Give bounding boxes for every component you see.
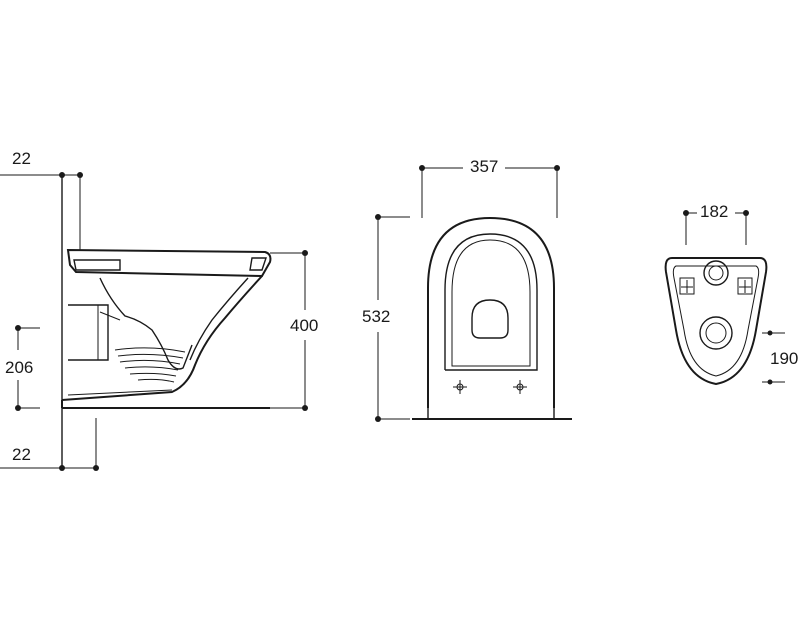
inner-bowl: [99, 277, 193, 370]
dim-label-182: 182: [700, 202, 728, 221]
bowl-inner: [451, 239, 531, 367]
hatch: [124, 366, 179, 371]
fixing-plate: [737, 277, 753, 295]
dim-dot: [375, 214, 381, 220]
outlet-inner: [705, 322, 727, 344]
dim-label-top-22: 22: [12, 149, 31, 168]
dim-dot: [302, 250, 308, 256]
fixing-mark-left: [453, 380, 467, 394]
bowl-outline: [427, 216, 555, 408]
rim-front: [249, 257, 267, 271]
side-view: 22 22 206 400: [0, 149, 318, 471]
hatch: [117, 353, 184, 359]
trap-line: [99, 311, 121, 321]
outer-shell: [61, 275, 263, 401]
hatch: [137, 378, 175, 383]
rear-fixing-left: [679, 277, 695, 295]
base-inner: [67, 389, 173, 396]
dim-dot: [375, 416, 381, 422]
dim-label-190: 190: [770, 349, 798, 368]
rear-outline: [664, 257, 768, 386]
dim-dot: [15, 325, 21, 331]
dim-label-532: 532: [362, 307, 390, 326]
dim-dot: [59, 465, 65, 471]
label-bg: [697, 201, 735, 221]
fixing-mark-right: [513, 380, 527, 394]
dim-label-bottom-22: 22: [12, 445, 31, 464]
base-legs: [427, 408, 555, 419]
dim-label-357: 357: [470, 157, 498, 176]
dim-dot: [15, 405, 21, 411]
bowl-inner-rim: [444, 233, 538, 371]
dim-dot: [767, 330, 773, 336]
bowl-side-profile: [61, 248, 272, 409]
dim-label-206: 206: [5, 358, 33, 377]
front-view: 357 532: [362, 155, 572, 422]
outlet-outer: [699, 316, 733, 350]
hatch: [129, 372, 177, 377]
water-inlet-outer: [703, 260, 729, 286]
rear-inner-outline: [672, 265, 760, 377]
inner-front-wall: [189, 277, 249, 361]
dim-label-400: 400: [290, 316, 318, 335]
hatch: [114, 347, 186, 353]
dim-dot: [302, 405, 308, 411]
fixing-plate: [679, 277, 695, 295]
rear-view: 182 190: [664, 201, 798, 386]
rear-fixing-right: [737, 277, 753, 295]
drain-opening: [471, 299, 509, 339]
rim: [66, 248, 272, 278]
water-inlet-inner: [708, 265, 724, 281]
hatch: [119, 359, 181, 365]
seat-hinge: [73, 259, 121, 271]
outlet-pipe: [68, 304, 109, 361]
dim-dot: [767, 379, 773, 385]
label-bg: [463, 155, 505, 177]
